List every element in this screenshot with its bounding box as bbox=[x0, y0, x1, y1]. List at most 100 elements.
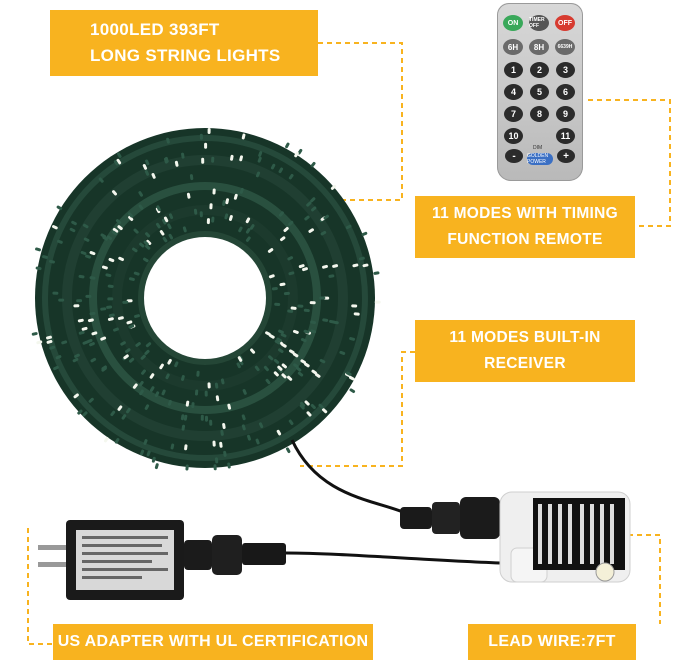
led-bulb bbox=[116, 158, 122, 165]
led-bulb bbox=[180, 414, 185, 421]
led-bulb bbox=[322, 408, 328, 414]
led-bulb bbox=[247, 434, 251, 441]
led-bulb bbox=[270, 163, 276, 170]
led-bulb bbox=[117, 225, 123, 231]
led-bulb bbox=[98, 177, 104, 183]
remote-8h-button[interactable]: 8H bbox=[529, 39, 549, 55]
remote-6639h-button[interactable]: 6639H bbox=[555, 39, 575, 55]
led-bulb bbox=[288, 419, 294, 426]
led-bulb bbox=[151, 173, 156, 179]
led-bulb bbox=[199, 211, 203, 218]
remote-off-button[interactable]: OFF bbox=[555, 15, 575, 31]
led-bulb bbox=[139, 389, 144, 396]
led-bulb bbox=[85, 294, 92, 298]
lead-wire-label: LEAD WIRE:7FT bbox=[468, 624, 636, 660]
led-bulb bbox=[113, 160, 119, 166]
remote-6h-button[interactable]: 6H bbox=[503, 39, 523, 55]
led-bulb bbox=[238, 226, 243, 233]
led-bulb bbox=[128, 324, 135, 329]
remote-button-2[interactable]: 2 bbox=[530, 62, 549, 78]
led-bulb bbox=[323, 214, 329, 220]
remote-timer-off-button[interactable]: TIMER OFF bbox=[529, 15, 549, 31]
remote-dim-plus-button[interactable]: + bbox=[557, 149, 575, 163]
remote-label-line1: 11 MODES WITH TIMING bbox=[432, 205, 618, 222]
string-lights-label-line2: LONG STRING LIGHTS bbox=[90, 46, 281, 65]
led-bulb bbox=[245, 217, 251, 224]
led-bulb bbox=[82, 223, 89, 229]
led-bulb bbox=[311, 206, 317, 212]
led-bulb bbox=[288, 173, 294, 180]
receiver-label: 11 MODES BUILT-IN RECEIVER bbox=[415, 320, 635, 382]
remote-button-6[interactable]: 6 bbox=[556, 84, 575, 100]
led-bulb bbox=[81, 326, 88, 331]
led-bulb bbox=[227, 403, 232, 410]
led-bulbs bbox=[31, 128, 381, 471]
remote-button-3[interactable]: 3 bbox=[556, 62, 575, 78]
led-bulb bbox=[345, 371, 352, 376]
remote-button-11[interactable]: 11 bbox=[556, 128, 575, 144]
led-bulb bbox=[269, 334, 275, 339]
led-bulb bbox=[310, 403, 316, 410]
led-bulb bbox=[274, 339, 281, 345]
plug-connector bbox=[400, 497, 500, 539]
led-bulb bbox=[113, 327, 119, 332]
led-bulb bbox=[361, 231, 368, 236]
led-bulb bbox=[159, 363, 164, 370]
remote-label-line2: FUNCTION REMOTE bbox=[447, 231, 603, 248]
led-bulb bbox=[90, 357, 97, 363]
led-bulb bbox=[100, 233, 107, 238]
remote-button-7[interactable]: 7 bbox=[504, 106, 523, 122]
led-bulb bbox=[49, 345, 56, 350]
led-bulb bbox=[189, 174, 194, 181]
remote-dim-minus-button[interactable]: - bbox=[505, 149, 523, 163]
led-bulb bbox=[35, 266, 42, 271]
led-bulb bbox=[292, 352, 299, 358]
led-bulb bbox=[89, 311, 96, 316]
led-bulb bbox=[166, 137, 170, 144]
led-bulb bbox=[281, 363, 287, 369]
led-bulb bbox=[300, 338, 307, 343]
led-bulb bbox=[145, 232, 151, 238]
led-bulb bbox=[276, 337, 282, 343]
string-lights-coil bbox=[31, 128, 381, 471]
led-bulb bbox=[328, 274, 335, 278]
led-bulb bbox=[46, 339, 53, 344]
led-bulb bbox=[292, 329, 299, 334]
led-bulb bbox=[149, 373, 155, 379]
led-bulb bbox=[128, 357, 135, 363]
led-bulb bbox=[283, 227, 289, 232]
led-bulb bbox=[121, 414, 127, 420]
led-bulb bbox=[52, 225, 58, 230]
remote-button-1[interactable]: 1 bbox=[504, 62, 523, 78]
led-bulb bbox=[167, 399, 172, 406]
lead-wire-label-text: LEAD WIRE:7FT bbox=[488, 633, 616, 650]
led-bulb bbox=[310, 320, 317, 325]
led-bulb bbox=[36, 340, 43, 345]
led-bulb bbox=[280, 236, 286, 242]
led-bulb bbox=[287, 309, 294, 313]
led-bulb bbox=[287, 375, 293, 381]
led-bulb bbox=[168, 213, 174, 220]
coil-center bbox=[141, 234, 269, 362]
led-bulb bbox=[250, 348, 256, 354]
remote-button-9[interactable]: 9 bbox=[556, 106, 575, 122]
remote-button-10[interactable]: 10 bbox=[504, 128, 523, 144]
led-bulb bbox=[163, 157, 168, 164]
remote-button-8[interactable]: 8 bbox=[530, 106, 549, 122]
led-bulb bbox=[358, 256, 365, 261]
led-bulb bbox=[228, 215, 233, 221]
remote-on-button[interactable]: ON bbox=[503, 15, 523, 31]
led-bulb bbox=[145, 159, 150, 166]
led-bulb bbox=[138, 380, 144, 387]
led-bulb bbox=[315, 373, 321, 378]
led-bulb bbox=[128, 277, 135, 281]
led-bulb bbox=[319, 358, 326, 364]
led-bulb bbox=[143, 439, 148, 445]
remote-button-5[interactable]: 5 bbox=[530, 84, 549, 100]
led-bulb bbox=[207, 128, 211, 134]
led-bulb bbox=[85, 254, 91, 259]
led-bulb bbox=[353, 312, 360, 316]
led-bulb bbox=[142, 164, 148, 170]
remote-button-4[interactable]: 4 bbox=[504, 84, 523, 100]
remote-dim-label: DIM bbox=[533, 145, 543, 151]
